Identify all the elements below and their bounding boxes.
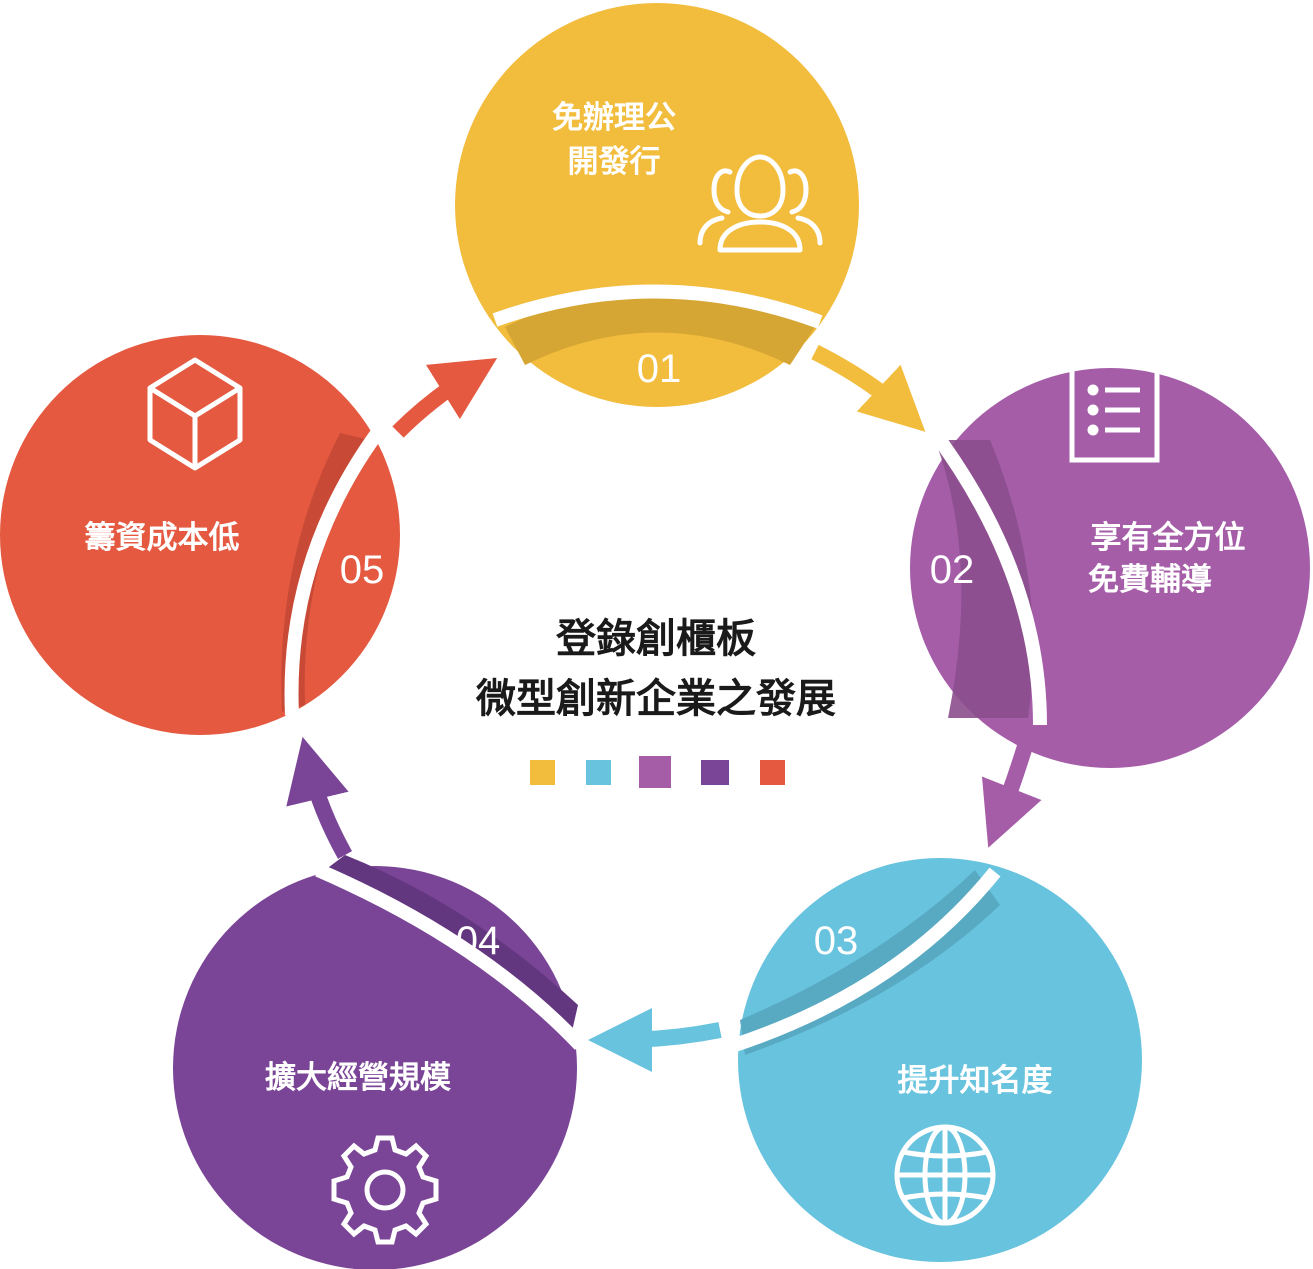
step-05-label-line1: 籌資成本低 [85, 520, 240, 556]
step-03-number-band [740, 870, 1000, 1055]
center-title: 登錄創櫃板 微型創新企業之發展 [475, 616, 836, 722]
arrow-04-to-05 [286, 736, 352, 859]
step-04: 04 擴大經營規模 [173, 855, 586, 1269]
arrow-02-to-03 [981, 727, 1042, 848]
step-01-number-band [505, 289, 815, 365]
step-03: 03 提升知名度 [732, 858, 1142, 1262]
step-04-number: 04 [456, 919, 501, 963]
step-03-number: 03 [814, 919, 859, 963]
step-02-label-line1: 享有全方位 [1091, 520, 1246, 556]
step-04-label-line1: 擴大經營規模 [265, 1060, 451, 1096]
color-legend [530, 756, 785, 788]
legend-square-1 [530, 760, 555, 785]
step-05: 05 籌資成本低 [0, 335, 400, 735]
step-01: 01 免辦理公 開發行 [455, 3, 859, 407]
cube-icon [147, 357, 243, 471]
step-03-circle [738, 858, 1142, 1262]
step-04-circle [173, 866, 577, 1269]
step-03-label-line1: 提升知名度 [898, 1063, 1053, 1099]
step-04-ring-arc [315, 863, 586, 1050]
step-02: 02 享有全方位 免費輔導 [910, 361, 1310, 768]
step-01-label-line2: 開發行 [568, 144, 661, 180]
step-05-number: 05 [340, 548, 385, 592]
step-05-ring-arc [284, 427, 384, 716]
legend-square-4 [701, 760, 729, 785]
step-05-number-band [281, 433, 370, 712]
arrow-05-to-01 [392, 358, 498, 438]
gear-icon [331, 1135, 439, 1245]
step-02-number: 02 [930, 548, 975, 592]
legend-square-3 [639, 756, 671, 788]
arrow-03-to-04 [588, 1007, 722, 1072]
center-title-line2: 微型創新企業之發展 [475, 676, 836, 722]
center-title-line1: 登錄創櫃板 [555, 616, 756, 662]
document-list-icon [1069, 361, 1160, 463]
legend-square-2 [586, 760, 611, 785]
step-01-ring-arc [492, 284, 823, 329]
step-02-ring-arc [928, 427, 1047, 726]
users-icon [697, 154, 823, 253]
step-02-number-band [935, 440, 1034, 718]
legend-square-5 [760, 760, 785, 785]
step-03-ring-arc [732, 867, 1001, 1052]
step-01-label-line1: 免辦理公 [552, 100, 676, 136]
arrow-01-to-02 [811, 344, 926, 432]
step-02-label-line2: 免費輔導 [1088, 562, 1212, 598]
globe-icon [894, 1124, 996, 1226]
step-01-number: 01 [637, 347, 682, 391]
